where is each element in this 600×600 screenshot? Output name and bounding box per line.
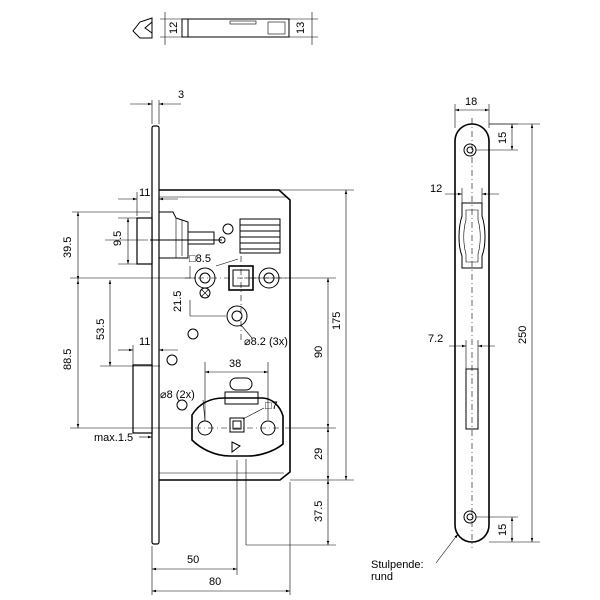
dim-square-7: □7 <box>265 400 278 412</box>
lock-case <box>159 189 291 481</box>
screw-hole-middle <box>226 305 248 327</box>
dim-15-top: 15 <box>497 132 509 144</box>
dim-38: 38 <box>229 358 241 370</box>
dim-11-latch: 11 <box>139 187 150 199</box>
top-view: 12 13 <box>132 12 318 45</box>
side-hole-bottom <box>463 510 477 524</box>
dim-max-1-5: max.1.5 <box>94 432 133 444</box>
note-line2: rund <box>371 571 393 583</box>
faceplate <box>151 125 160 545</box>
dim-88-5: 88.5 <box>62 349 74 370</box>
latch-bolt <box>136 211 226 265</box>
dim-9-5: 9.5 <box>112 231 124 246</box>
dim-21-5: 21.5 <box>172 291 184 312</box>
dim-7-2: 7.2 <box>428 333 443 345</box>
latch-opening <box>458 202 486 269</box>
bolt-opening <box>465 368 479 430</box>
dim-29: 29 <box>313 448 325 460</box>
top-dim-right: 13 <box>295 22 307 34</box>
front-view: 3 11 39.5 9.5 □8.5 21.5 53.5 88.5 <box>62 89 354 595</box>
dim-hole-8: ⌀8 (2x) <box>160 389 195 401</box>
spring-block <box>239 218 281 254</box>
note-line1: Stulpende: <box>371 559 424 571</box>
dim-18: 18 <box>465 96 477 108</box>
dim-37-5: 37.5 <box>313 501 325 522</box>
dim-250: 250 <box>517 326 529 344</box>
dim-hole-8-2: ⌀8.2 (3x) <box>244 336 288 348</box>
dim-15-bottom: 15 <box>497 524 509 536</box>
side-view: 18 15 12 7.2 250 15 Stulpende: rund <box>371 96 540 583</box>
dim-11-bolt: 11 <box>139 336 150 348</box>
bolt-projection <box>132 364 153 434</box>
dim-3: 3 <box>178 89 184 101</box>
dim-39-5: 39.5 <box>62 237 74 258</box>
dim-square-8-5: □8.5 <box>189 253 211 265</box>
dim-90: 90 <box>313 346 325 358</box>
dim-80: 80 <box>209 576 221 588</box>
dim-53-5: 53.5 <box>95 319 107 340</box>
side-hole-top <box>463 143 477 157</box>
top-dim-left: 12 <box>168 22 180 34</box>
dim-50: 50 <box>187 554 199 566</box>
dim-175: 175 <box>331 312 343 330</box>
dim-12: 12 <box>430 183 442 195</box>
follower-row <box>194 265 280 299</box>
